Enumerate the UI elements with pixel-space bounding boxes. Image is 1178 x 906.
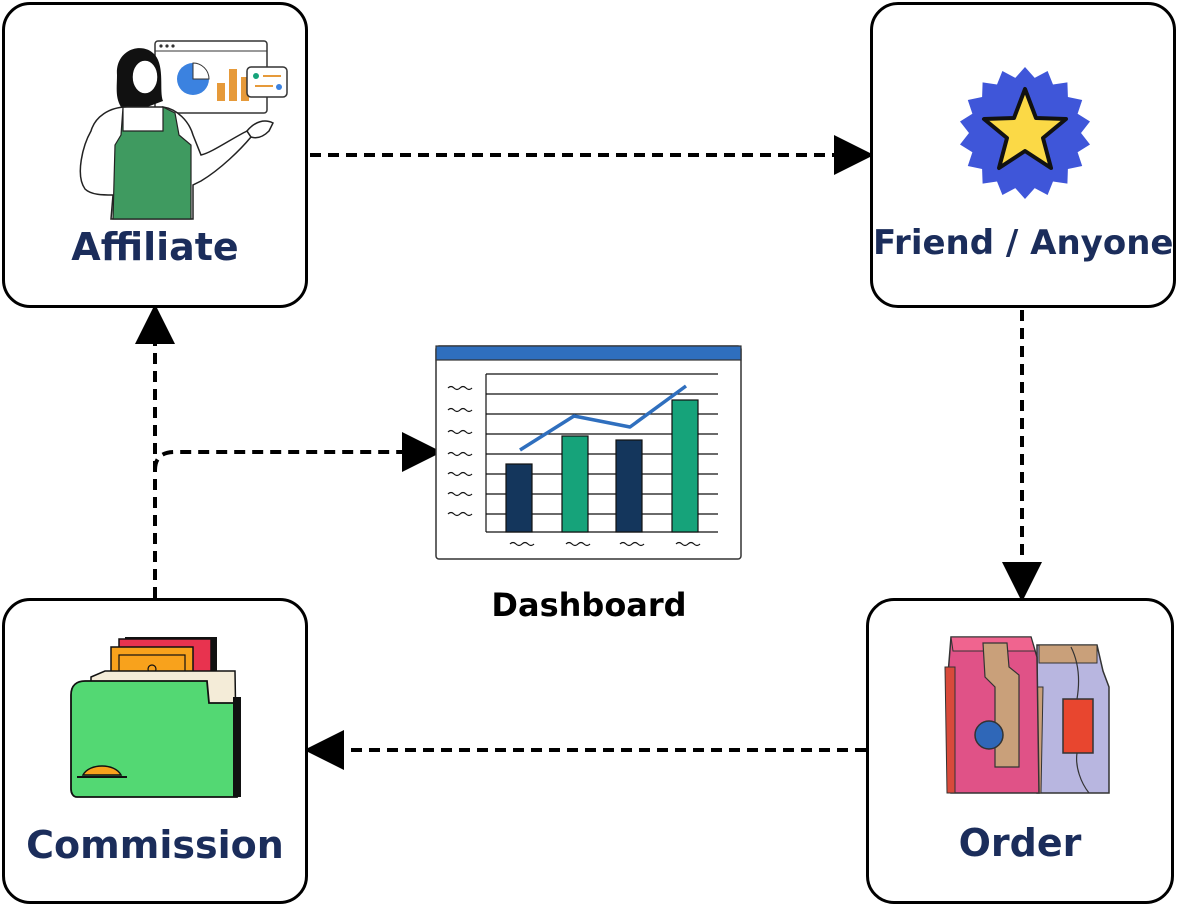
affiliate-label: Affiliate <box>71 225 239 269</box>
friend-label: Friend / Anyone <box>873 223 1174 263</box>
dashboard-label: Dashboard <box>491 586 687 624</box>
order-label: Order <box>958 821 1082 865</box>
friend-node: Friend / Anyone <box>870 2 1176 308</box>
dashboard-chart-icon <box>435 345 742 560</box>
affiliate-presenter-icon <box>79 40 288 220</box>
affiliate-node: Affiliate <box>2 2 308 308</box>
shopping-bags-icon <box>944 636 1110 794</box>
commission-node: Commission <box>2 598 308 904</box>
arrow-commission-to-dashboard <box>153 432 442 472</box>
order-node: Order <box>866 598 1174 904</box>
wallet-money-icon <box>70 637 241 798</box>
star-badge-icon <box>960 67 1090 199</box>
commission-label: Commission <box>26 823 284 867</box>
